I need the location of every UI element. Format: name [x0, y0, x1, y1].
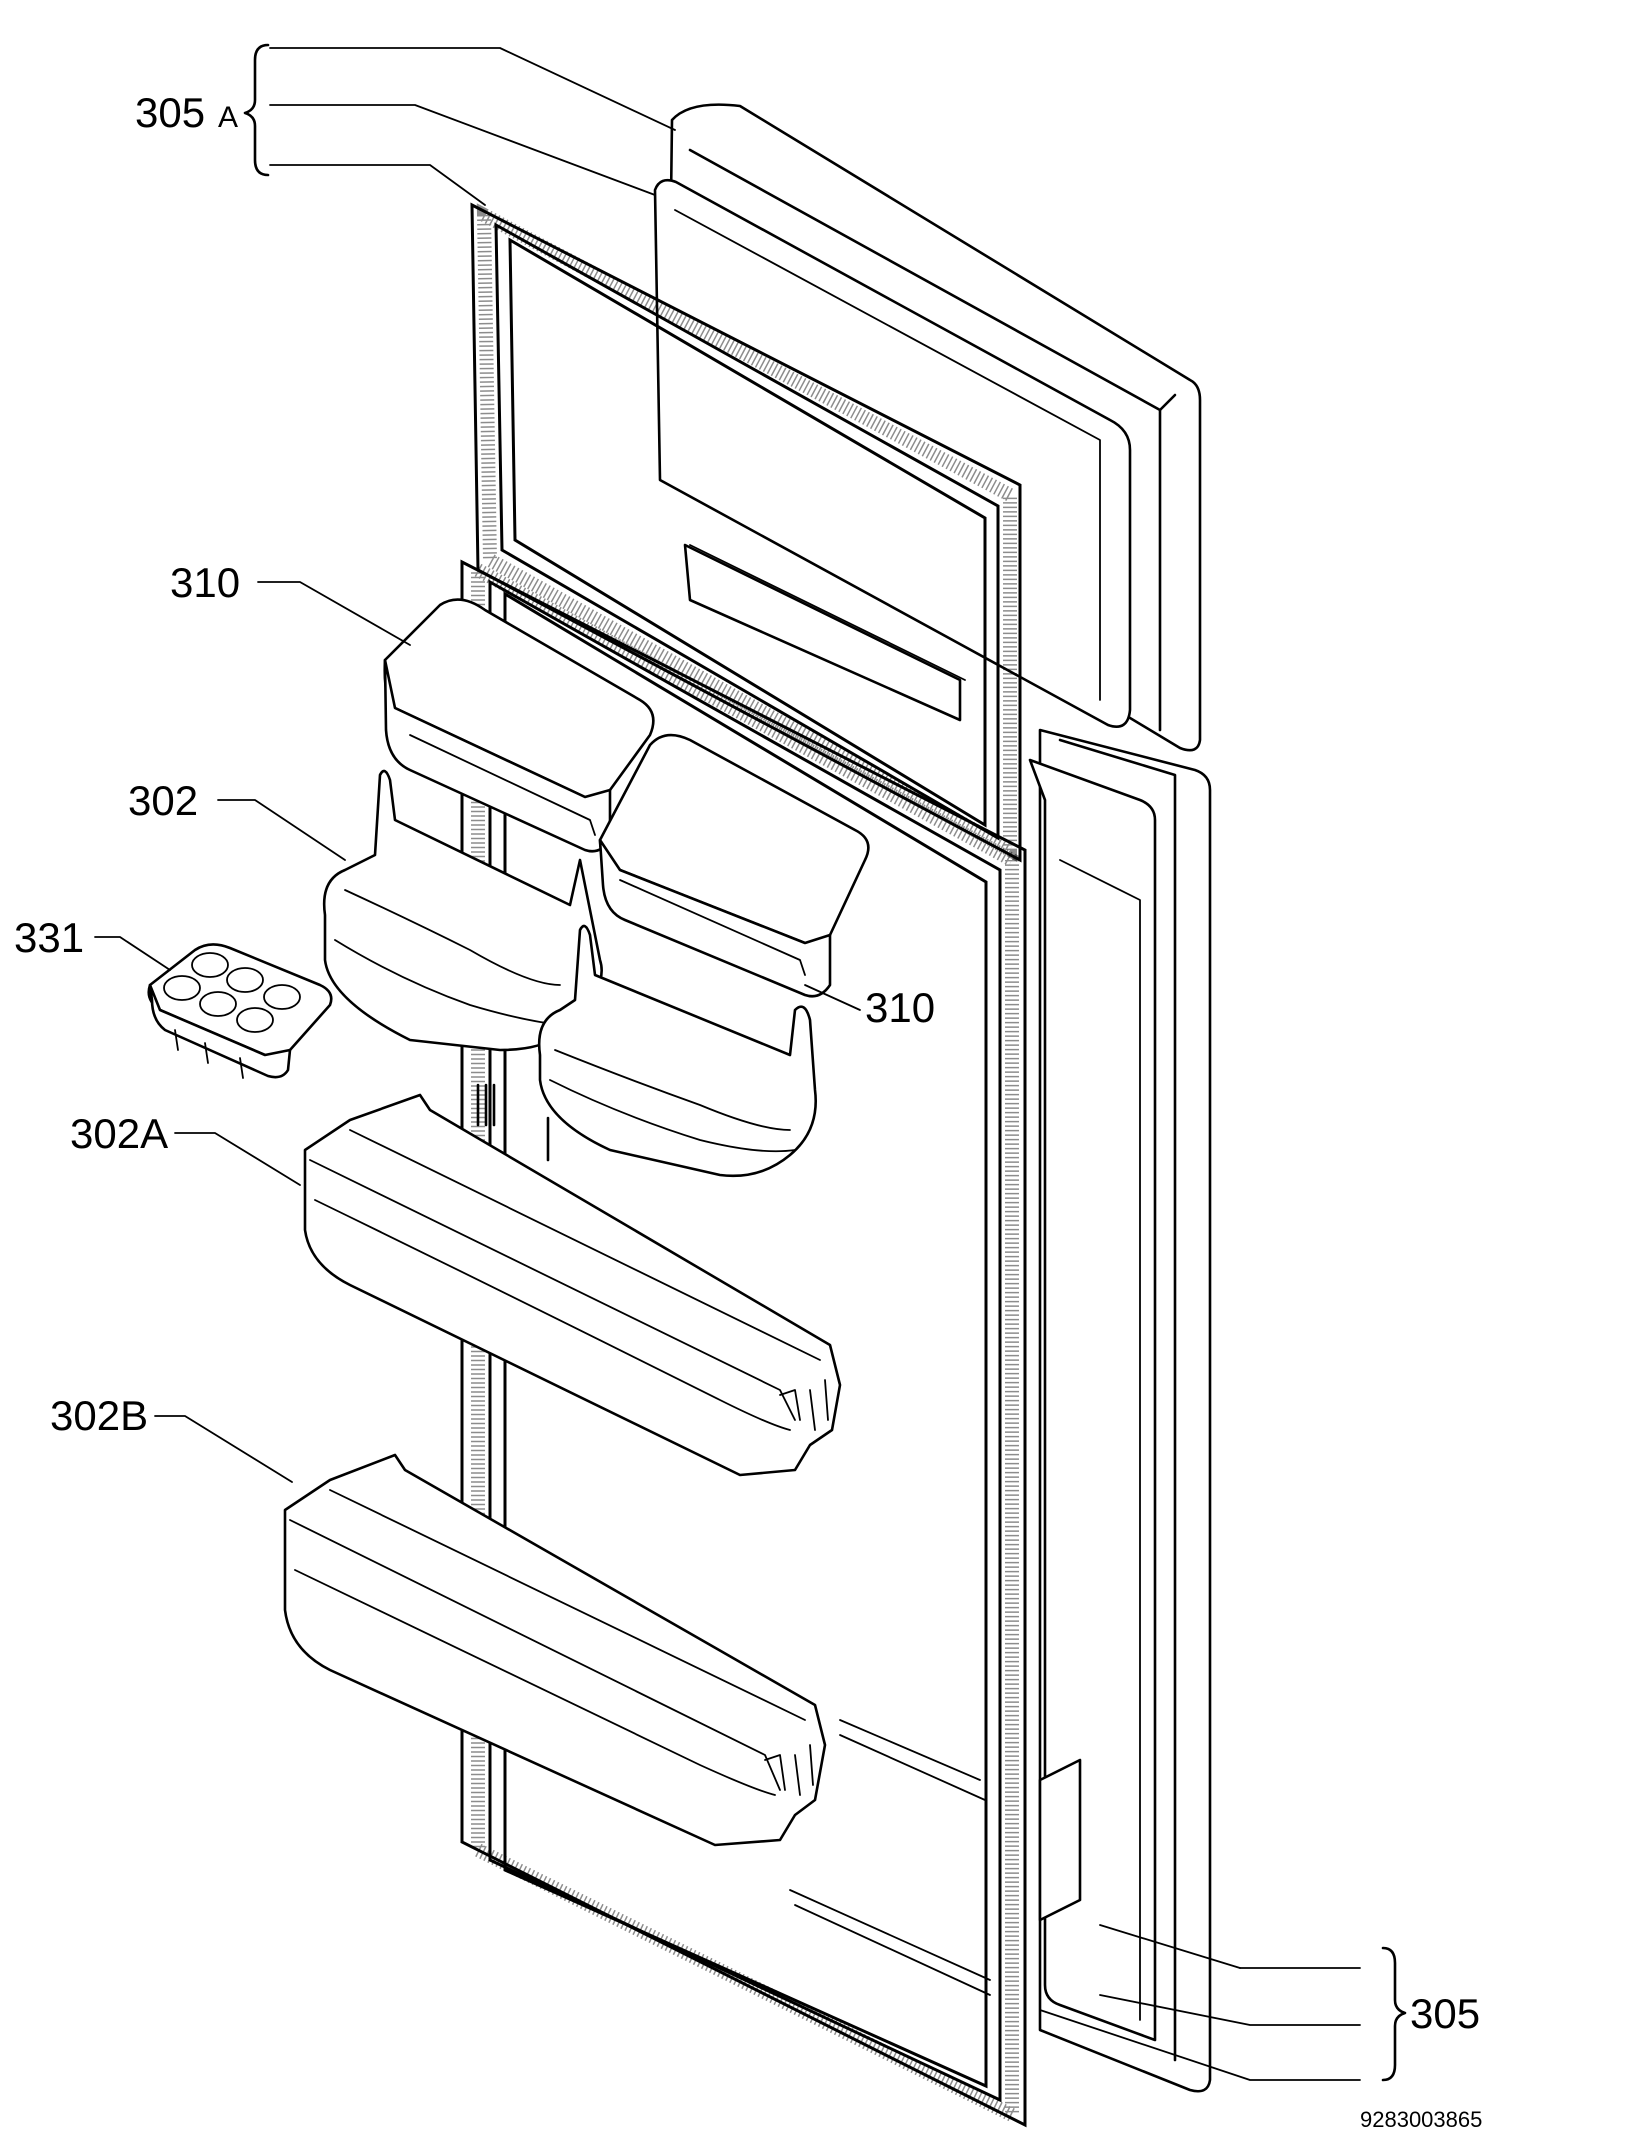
- part-310-upper-box: [383, 598, 655, 853]
- label-305: 305: [1410, 1990, 1480, 2037]
- inner-panel-marks: [476, 1083, 550, 1162]
- fridge-inner-lines: [789, 1719, 991, 1996]
- part-302a-bin: [303, 1093, 842, 1477]
- bracket-305a: [243, 43, 270, 177]
- label-305a-number: 305: [135, 89, 205, 136]
- label-331: 331: [14, 914, 84, 961]
- part-310-lower-box: [598, 733, 870, 998]
- fridge-door-inner-panel: [1028, 758, 1157, 2042]
- label-310-right: 310: [865, 984, 935, 1031]
- bracket-305: [1381, 1946, 1407, 2082]
- part-302b-bin: [283, 1453, 827, 1847]
- freezer-door-gasket: [470, 202, 1022, 863]
- leader-lines: [94, 43, 1407, 2082]
- label-302: 302: [128, 777, 198, 824]
- part-302-lower-bin: [537, 924, 817, 1178]
- part-331-egg-tray: [147, 943, 333, 1079]
- fridge-door-gasket: [460, 558, 1027, 2128]
- label-310-top: 310: [170, 559, 240, 606]
- label-305a-suffix: A: [218, 101, 238, 134]
- freezer-door-inner-panel: [653, 178, 1132, 728]
- part-number-text: 9283003865: [1360, 2107, 1482, 2132]
- freezer-shelf: [683, 543, 966, 722]
- labels: 305 A 310 302 331 310 302A 302B 305 9283…: [14, 89, 1482, 2132]
- label-302b: 302B: [50, 1392, 148, 1439]
- label-302a: 302A: [70, 1110, 168, 1157]
